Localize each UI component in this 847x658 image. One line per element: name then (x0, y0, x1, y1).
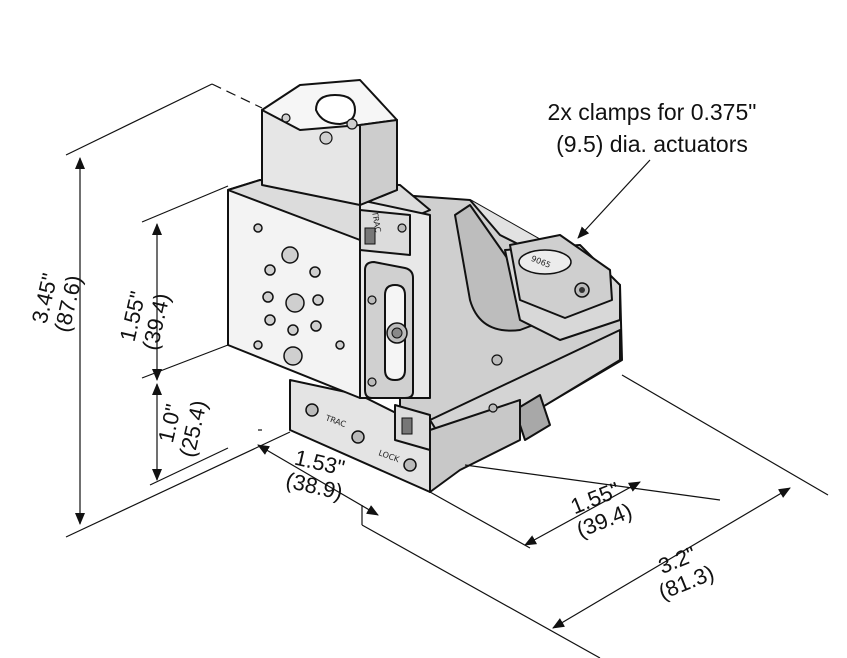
callout-leader (577, 159, 651, 239)
slide-assembly: 9065 TRAC LOCK (227, 79, 623, 493)
dimension-arrows (75, 157, 791, 629)
clamp-plate (518, 249, 572, 275)
callout-line-1: 2x clamps for 0.375" (548, 99, 757, 125)
callout-line-2: (9.5) dia. actuators (556, 131, 748, 157)
dim-line-depth-overall (552, 487, 791, 629)
trac-label-upper: TRAC (370, 210, 383, 234)
dim-line-front-width (257, 444, 379, 516)
mounting-hole-pattern (253, 223, 345, 366)
clamp-callout: 2x clamps for 0.375" (9.5) dia. actuator… (548, 99, 757, 157)
